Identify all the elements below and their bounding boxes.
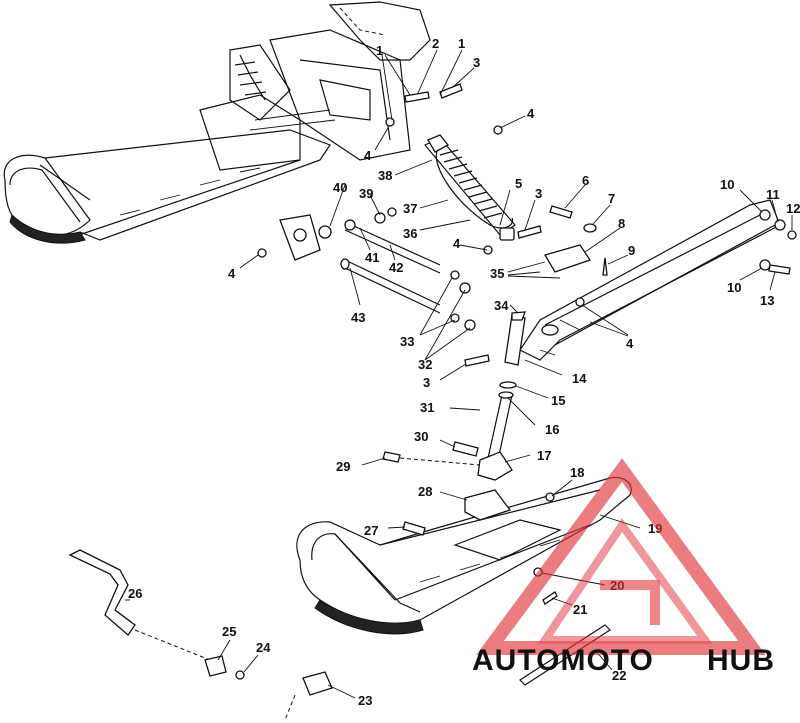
watermark-text-part1: AUTOMOTO [472, 644, 654, 677]
radius-rods [279, 214, 441, 314]
callout: 3 [423, 375, 430, 390]
callout: 35 [490, 266, 504, 281]
callout: 37 [403, 201, 417, 216]
callout: 16 [545, 422, 559, 437]
background-ski [3, 129, 331, 244]
callout: 1 [376, 43, 383, 58]
callout: 4 [364, 148, 372, 163]
callout: 1 [458, 36, 465, 51]
callout: 14 [572, 371, 587, 386]
watermark-triangle-icon [476, 458, 766, 655]
callout: 13 [760, 293, 774, 308]
callout: 8 [618, 216, 625, 231]
callout: 24 [256, 640, 271, 655]
callout: 25 [222, 624, 236, 639]
hardware [257, 83, 797, 686]
callout-labels: 1 2 1 3 4 4 38 5 37 36 3 4 6 7 8 9 35 34… [128, 36, 800, 708]
callout: 36 [403, 226, 417, 241]
callout: 3 [473, 55, 480, 70]
callout: 9 [628, 243, 635, 258]
callout: 2 [432, 36, 439, 51]
callout: 40 [333, 180, 347, 195]
callout: 38 [378, 168, 392, 183]
callout: 17 [537, 448, 551, 463]
callout: 7 [608, 191, 615, 206]
callout: 30 [414, 429, 428, 444]
callout: 4 [228, 266, 236, 281]
spring-handle [68, 549, 333, 721]
callout: 42 [389, 260, 403, 275]
callout: 10 [720, 177, 734, 192]
callout: 43 [351, 310, 365, 325]
spindle [477, 311, 526, 481]
callout: 4 [626, 336, 634, 351]
callout: 41 [365, 250, 379, 265]
callout: 39 [359, 186, 373, 201]
main-ski [296, 476, 632, 635]
callout: 6 [582, 173, 589, 188]
callout: 5 [515, 176, 522, 191]
callout: 10 [727, 280, 741, 295]
callout: 32 [418, 357, 432, 372]
callout: 23 [358, 693, 372, 708]
callout: 18 [570, 465, 584, 480]
callout: 12 [786, 201, 800, 216]
callout: 11 [766, 187, 780, 202]
trailing-arm [519, 199, 781, 361]
callout: 33 [400, 334, 414, 349]
chassis-frame [199, 1, 431, 171]
callout: 21 [573, 602, 587, 617]
callout: 26 [128, 586, 142, 601]
callout: 15 [551, 393, 565, 408]
callout: 31 [420, 400, 434, 415]
callout: 27 [364, 523, 378, 538]
leader-lines [125, 49, 793, 699]
callout: 28 [418, 484, 432, 499]
callout: 4 [527, 106, 535, 121]
callout: 3 [535, 186, 542, 201]
watermark-text-part2: HUB [707, 644, 775, 677]
callout: 4 [453, 236, 461, 251]
shock-absorber [424, 134, 516, 241]
watermark-logo [476, 458, 766, 655]
callout: 34 [494, 298, 509, 313]
callout: 29 [336, 459, 350, 474]
callout: 22 [612, 668, 626, 683]
